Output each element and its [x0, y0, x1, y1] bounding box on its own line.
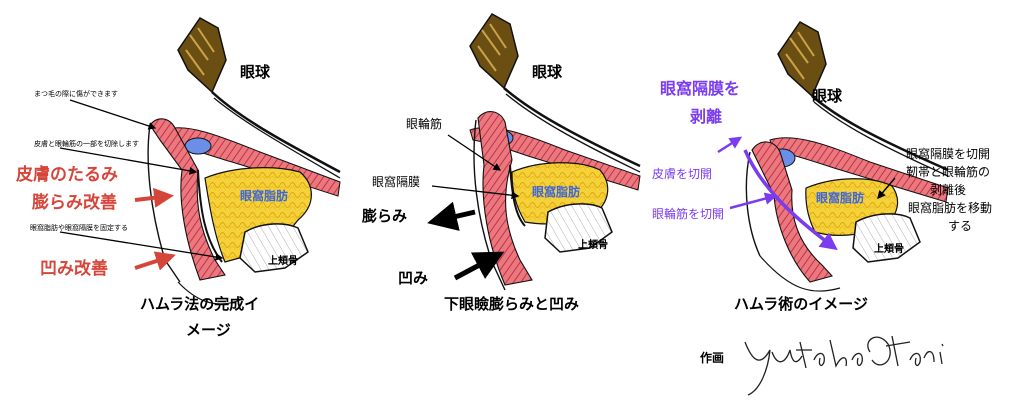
panel1-drawing [147, 17, 341, 305]
red-arrow-hollow [134, 251, 176, 271]
p3-note-line3: 剥離後 [930, 183, 967, 197]
p2-fat-label: 眼窩脂肪 [532, 185, 581, 199]
p1-bone-label: 上頬骨 [268, 256, 298, 267]
p2-eyeball-label: 眼球 [532, 63, 563, 81]
p2-bulge-label: 膨らみ [362, 207, 408, 225]
p3-note-line2: 靭帯と眼輪筋の [906, 165, 991, 179]
p1-red-note-2: 凹み改善 [40, 259, 108, 279]
leader-right-note [877, 177, 896, 200]
p3-title-line2: 剥離 [690, 107, 723, 126]
p1-red-note-1b: 膨らみ改善 [32, 193, 117, 213]
p3-fat-label: 眼窩脂肪 [816, 191, 865, 205]
p1-fat-label: 眼窩脂肪 [240, 189, 289, 203]
p2-bone-label: 上頬骨 [578, 240, 608, 251]
p1-caption-line2: メージ [186, 321, 231, 339]
purple-dissection-path [743, 149, 838, 251]
p1-caption-line1: ハムラ法の完成イ [140, 295, 260, 313]
p2-muscle-label: 眼輪筋 [406, 117, 443, 131]
p3-skin-cut-label: 皮膚を切開 [652, 167, 713, 181]
p2-caption: 下眼瞼膨らみと凹み [444, 295, 580, 313]
leader-fix-note [59, 231, 224, 261]
leader-lash-note [69, 99, 157, 130]
p1-eyeball-label: 眼球 [240, 63, 271, 81]
p3-caption: ハムラ術のイメージ [734, 295, 868, 313]
p3-eyeball-label: 眼球 [812, 87, 843, 105]
p1-note-fix: 眼窩脂肪や眼窩隔膜を固定する [30, 224, 128, 232]
p2-septum-label: 眼窩隔膜 [372, 175, 421, 189]
p3-bone-label: 上頬骨 [874, 244, 904, 255]
red-arrow-bulge [134, 187, 174, 208]
p3-muscle-cut-label: 眼輪筋を切開 [652, 207, 725, 221]
leader-septum [431, 185, 520, 200]
leader-cut-note [59, 147, 198, 175]
purple-arrow-skin [717, 136, 743, 154]
p1-note-lash: まつ毛の際に傷ができます [34, 90, 118, 98]
p3-note-line1: 眼窩隔膜を切開 [906, 147, 991, 161]
panel2-drawing [469, 13, 641, 291]
arrow-bulge [427, 201, 476, 231]
p3-title-line1: 眼窩隔膜を [660, 79, 741, 98]
arrow-hollow [453, 251, 505, 281]
purple-arrow-muscle [729, 192, 778, 210]
credit-label: 作画 [700, 351, 725, 365]
p2-hollow-label: 凹み [398, 269, 429, 287]
p1-note-cut: 皮膚と眼輪筋の一部を切除します [34, 140, 139, 148]
p3-note-line5: する [948, 219, 973, 233]
p1-red-note-1a: 皮膚のたるみ [16, 165, 118, 185]
p3-note-line4: 眼窩脂肪を移動 [908, 201, 993, 215]
signature-mark [744, 335, 944, 396]
leader-muscle [447, 134, 502, 171]
